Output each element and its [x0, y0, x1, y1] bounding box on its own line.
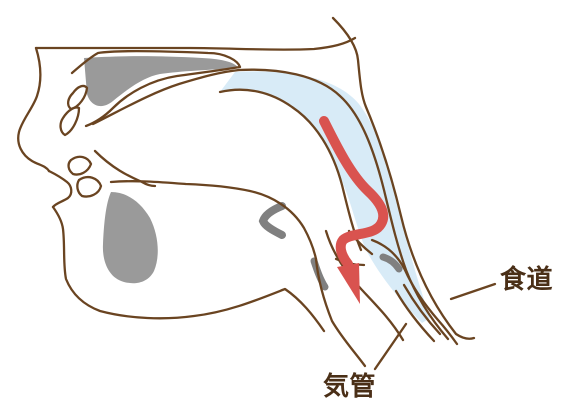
esophagus-label-leader: [451, 284, 495, 299]
tongue-tissue: [103, 192, 158, 283]
esophagus-label: 食道: [500, 267, 553, 293]
trachea-label-leader: [375, 324, 406, 369]
red-arrow-head: [337, 263, 360, 304]
palate-tissue: [84, 56, 238, 106]
chin-outline: [53, 207, 324, 331]
nasal-turbinate-4: [77, 177, 101, 196]
head-upper-outline: [36, 38, 355, 50]
nasal-turbinate-1: [68, 86, 87, 109]
nasal-turbinate-3: [69, 157, 91, 175]
nose-outline: [18, 48, 49, 171]
upper-lip-outline: [49, 171, 71, 207]
trachea-label: 気管: [323, 374, 376, 400]
epiglottis-mark: [263, 206, 282, 235]
nasal-turbinate-2: [61, 107, 79, 135]
